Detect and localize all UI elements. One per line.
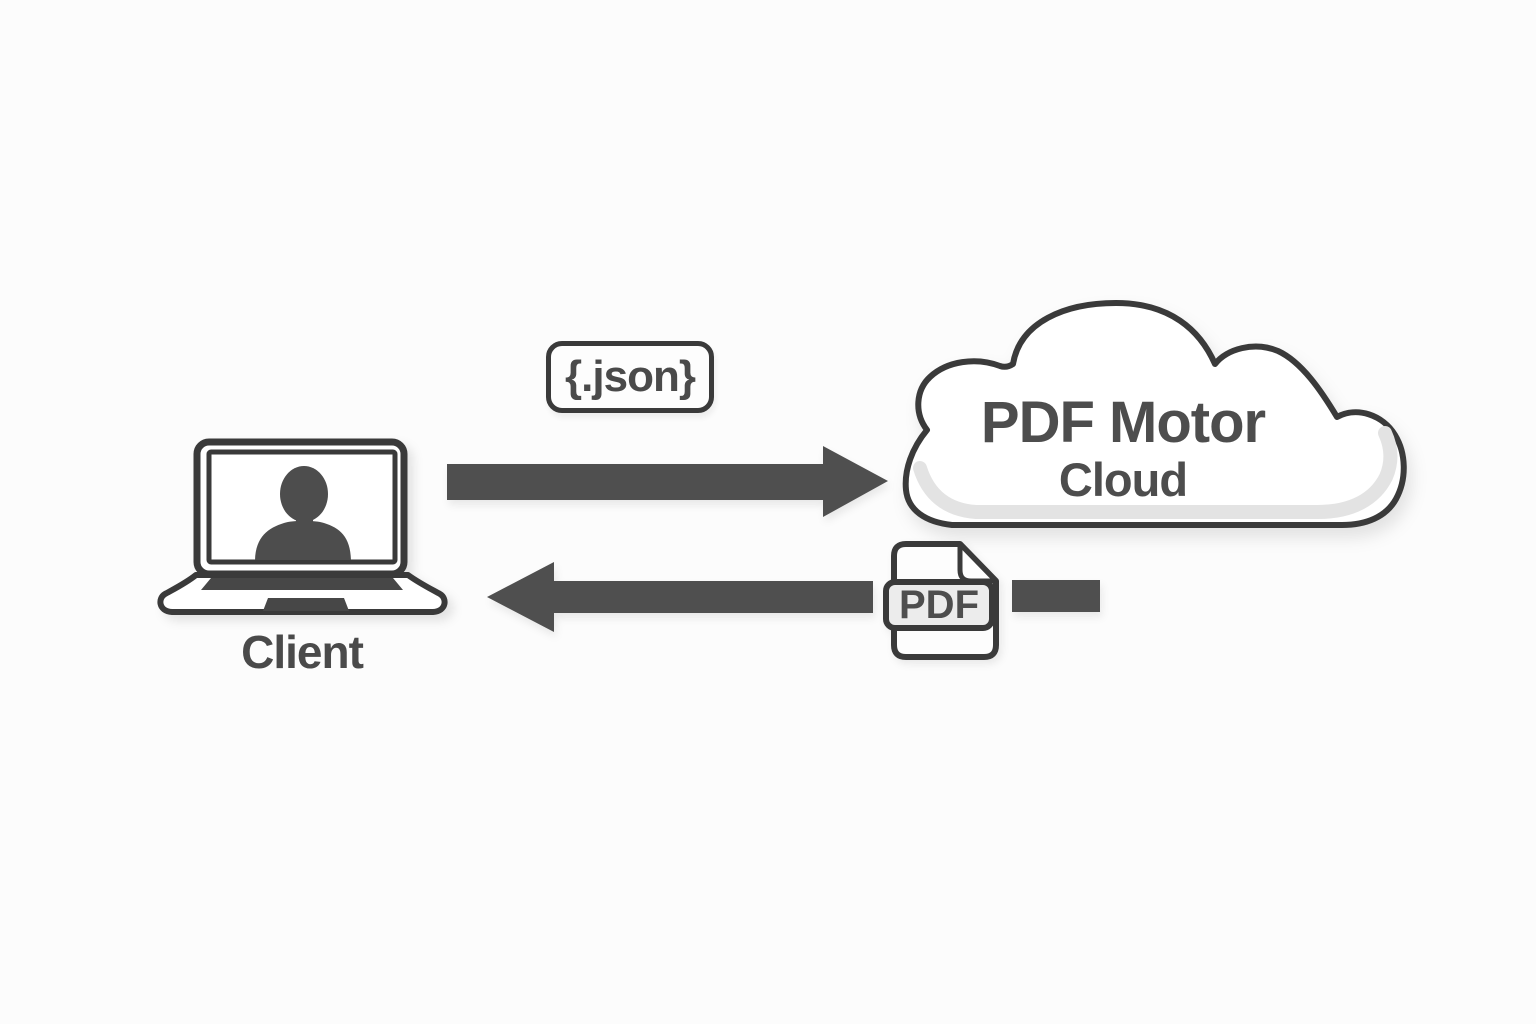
request-arrow-icon [447,446,888,517]
pdf-file-label: PDF [899,583,979,627]
response-arrow-icon [487,562,1100,632]
laptop-icon [157,438,448,615]
pdf-fold-corner [957,541,999,584]
cloud-subtitle: Cloud [1058,453,1188,506]
user-silhouette-icon [255,466,351,560]
laptop-trackpad [263,598,349,611]
response-arrow-tail [1012,580,1100,612]
pdf-label-band [883,579,995,631]
cloud-shape [902,300,1407,528]
json-badge: {.json} [546,341,714,413]
pdf-file-icon [883,541,999,660]
cloud-inner-shadow [913,426,1398,519]
laptop-keyboard [201,578,403,590]
client-label: Client [241,626,364,678]
json-badge-label: {.json} [565,352,696,401]
cloud-title: PDF Motor [980,390,1266,455]
